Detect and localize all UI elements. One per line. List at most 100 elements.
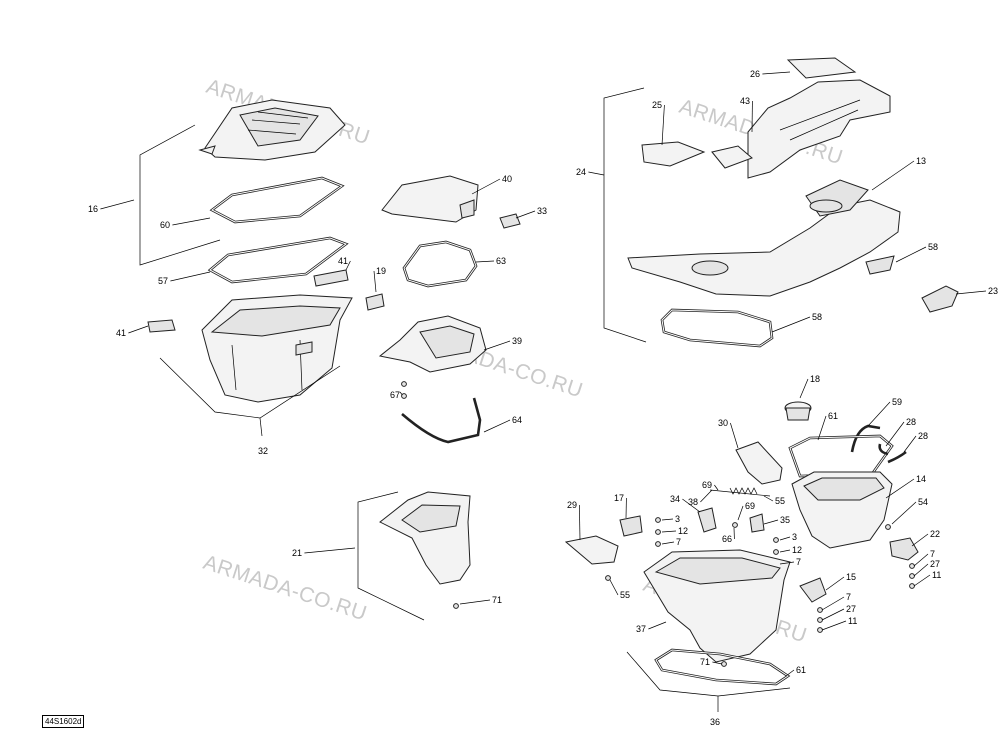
callout-c3a: 3 <box>675 514 680 524</box>
leader-c7d <box>822 597 844 610</box>
seal-63 <box>404 242 476 286</box>
mat-25 <box>642 142 752 168</box>
leader-c64 <box>484 420 510 432</box>
leader-c12a <box>662 531 676 532</box>
leader-c55a <box>764 496 773 501</box>
housing-39 <box>380 316 486 372</box>
bracket-30 <box>736 442 782 484</box>
mat-26 <box>788 58 855 78</box>
seal-60 <box>212 178 342 222</box>
leader-c35 <box>764 520 778 524</box>
callout-c58b: 58 <box>812 312 822 322</box>
badge-23 <box>922 286 958 312</box>
callout-c19: 19 <box>376 266 386 276</box>
callout-c14: 14 <box>916 474 926 484</box>
bracket-34 <box>698 508 716 532</box>
spring-38 <box>710 488 770 496</box>
callout-c7b: 7 <box>796 557 801 567</box>
leader-c21 <box>304 548 355 553</box>
leader-c41b <box>128 326 148 333</box>
callout-c54: 54 <box>918 497 928 507</box>
leader-c25 <box>662 105 664 145</box>
latch-35 <box>750 514 764 532</box>
bracket-29 <box>566 536 618 580</box>
callout-c7c: 7 <box>930 549 935 559</box>
leader-c22 <box>912 534 928 546</box>
callout-c71b: 71 <box>700 657 710 667</box>
seal-61-bottom <box>656 650 788 684</box>
leader-c57 <box>170 272 210 281</box>
callout-c16: 16 <box>88 204 98 214</box>
leader-c69b <box>738 506 743 520</box>
hose-59 <box>852 426 880 452</box>
leader-c26 <box>762 72 790 74</box>
callout-c13: 13 <box>916 156 926 166</box>
callout-c35: 35 <box>780 515 790 525</box>
screw-67 <box>402 382 407 399</box>
leader-c7a <box>662 542 674 544</box>
leader-c39 <box>484 341 510 350</box>
latch-41-left <box>148 320 175 332</box>
callout-c43: 43 <box>740 96 750 106</box>
callout-c7d: 7 <box>846 592 851 602</box>
clip-33 <box>500 214 520 228</box>
callout-c67: 67 <box>390 390 400 400</box>
leader-c71b <box>712 662 722 664</box>
callout-c59: 59 <box>892 397 902 407</box>
leader-c55b <box>610 580 618 595</box>
leader-c63 <box>476 261 494 262</box>
hardware-right <box>910 564 915 589</box>
screw-71-top <box>454 604 459 609</box>
container-21 <box>380 492 470 584</box>
callout-c58a: 58 <box>928 242 938 252</box>
leader-c38 <box>700 490 712 502</box>
leader-c71a <box>460 600 490 604</box>
callout-c57: 57 <box>158 276 168 286</box>
seal-58 <box>662 310 772 346</box>
leader-c37 <box>648 622 666 629</box>
storage-lid-16 <box>200 100 345 160</box>
leader-c3a <box>662 519 673 520</box>
callout-c36: 36 <box>710 717 720 727</box>
callout-c11a: 11 <box>932 570 941 580</box>
callout-c25: 25 <box>652 100 662 110</box>
callout-c30: 30 <box>718 418 728 428</box>
callout-c17: 17 <box>614 493 624 503</box>
leader-c69a <box>714 485 718 490</box>
storage-cover-13 <box>628 180 900 296</box>
leader-c61b <box>786 670 794 676</box>
callout-c29: 29 <box>567 500 577 510</box>
callout-c64: 64 <box>512 415 522 425</box>
callout-c55a: 55 <box>775 496 785 506</box>
leader-c27a <box>914 564 928 576</box>
callout-c32: 32 <box>258 446 268 456</box>
leader-c16 <box>100 200 134 209</box>
leader-c18 <box>800 379 808 398</box>
seal-61-top <box>790 436 892 476</box>
watermark-4: ARMADA-CO.RU <box>200 551 369 626</box>
bolt-54 <box>886 525 891 530</box>
callout-c15: 15 <box>846 572 856 582</box>
callout-c63: 63 <box>496 256 506 266</box>
leader-c3b <box>780 537 790 540</box>
callout-c69a: 69 <box>702 480 712 490</box>
leader-c59 <box>868 402 890 426</box>
callout-c22: 22 <box>930 529 940 539</box>
leader-c12b <box>780 550 790 552</box>
callout-c34: 34 <box>670 494 680 504</box>
callout-c24: 24 <box>576 167 586 177</box>
leader-c67 <box>400 392 402 395</box>
storage-tray-32 <box>202 295 352 402</box>
bracket-19 <box>366 294 384 310</box>
callout-c55b: 55 <box>620 590 630 600</box>
leader-c27b <box>822 609 844 620</box>
callout-c60: 60 <box>160 220 170 230</box>
callout-c27b: 27 <box>846 604 856 614</box>
callout-c41a: 41 <box>338 256 348 266</box>
leader-c15 <box>826 577 844 590</box>
callout-c28a: 28 <box>906 417 916 427</box>
washer-66 <box>733 523 738 528</box>
tray-14 <box>792 472 892 548</box>
